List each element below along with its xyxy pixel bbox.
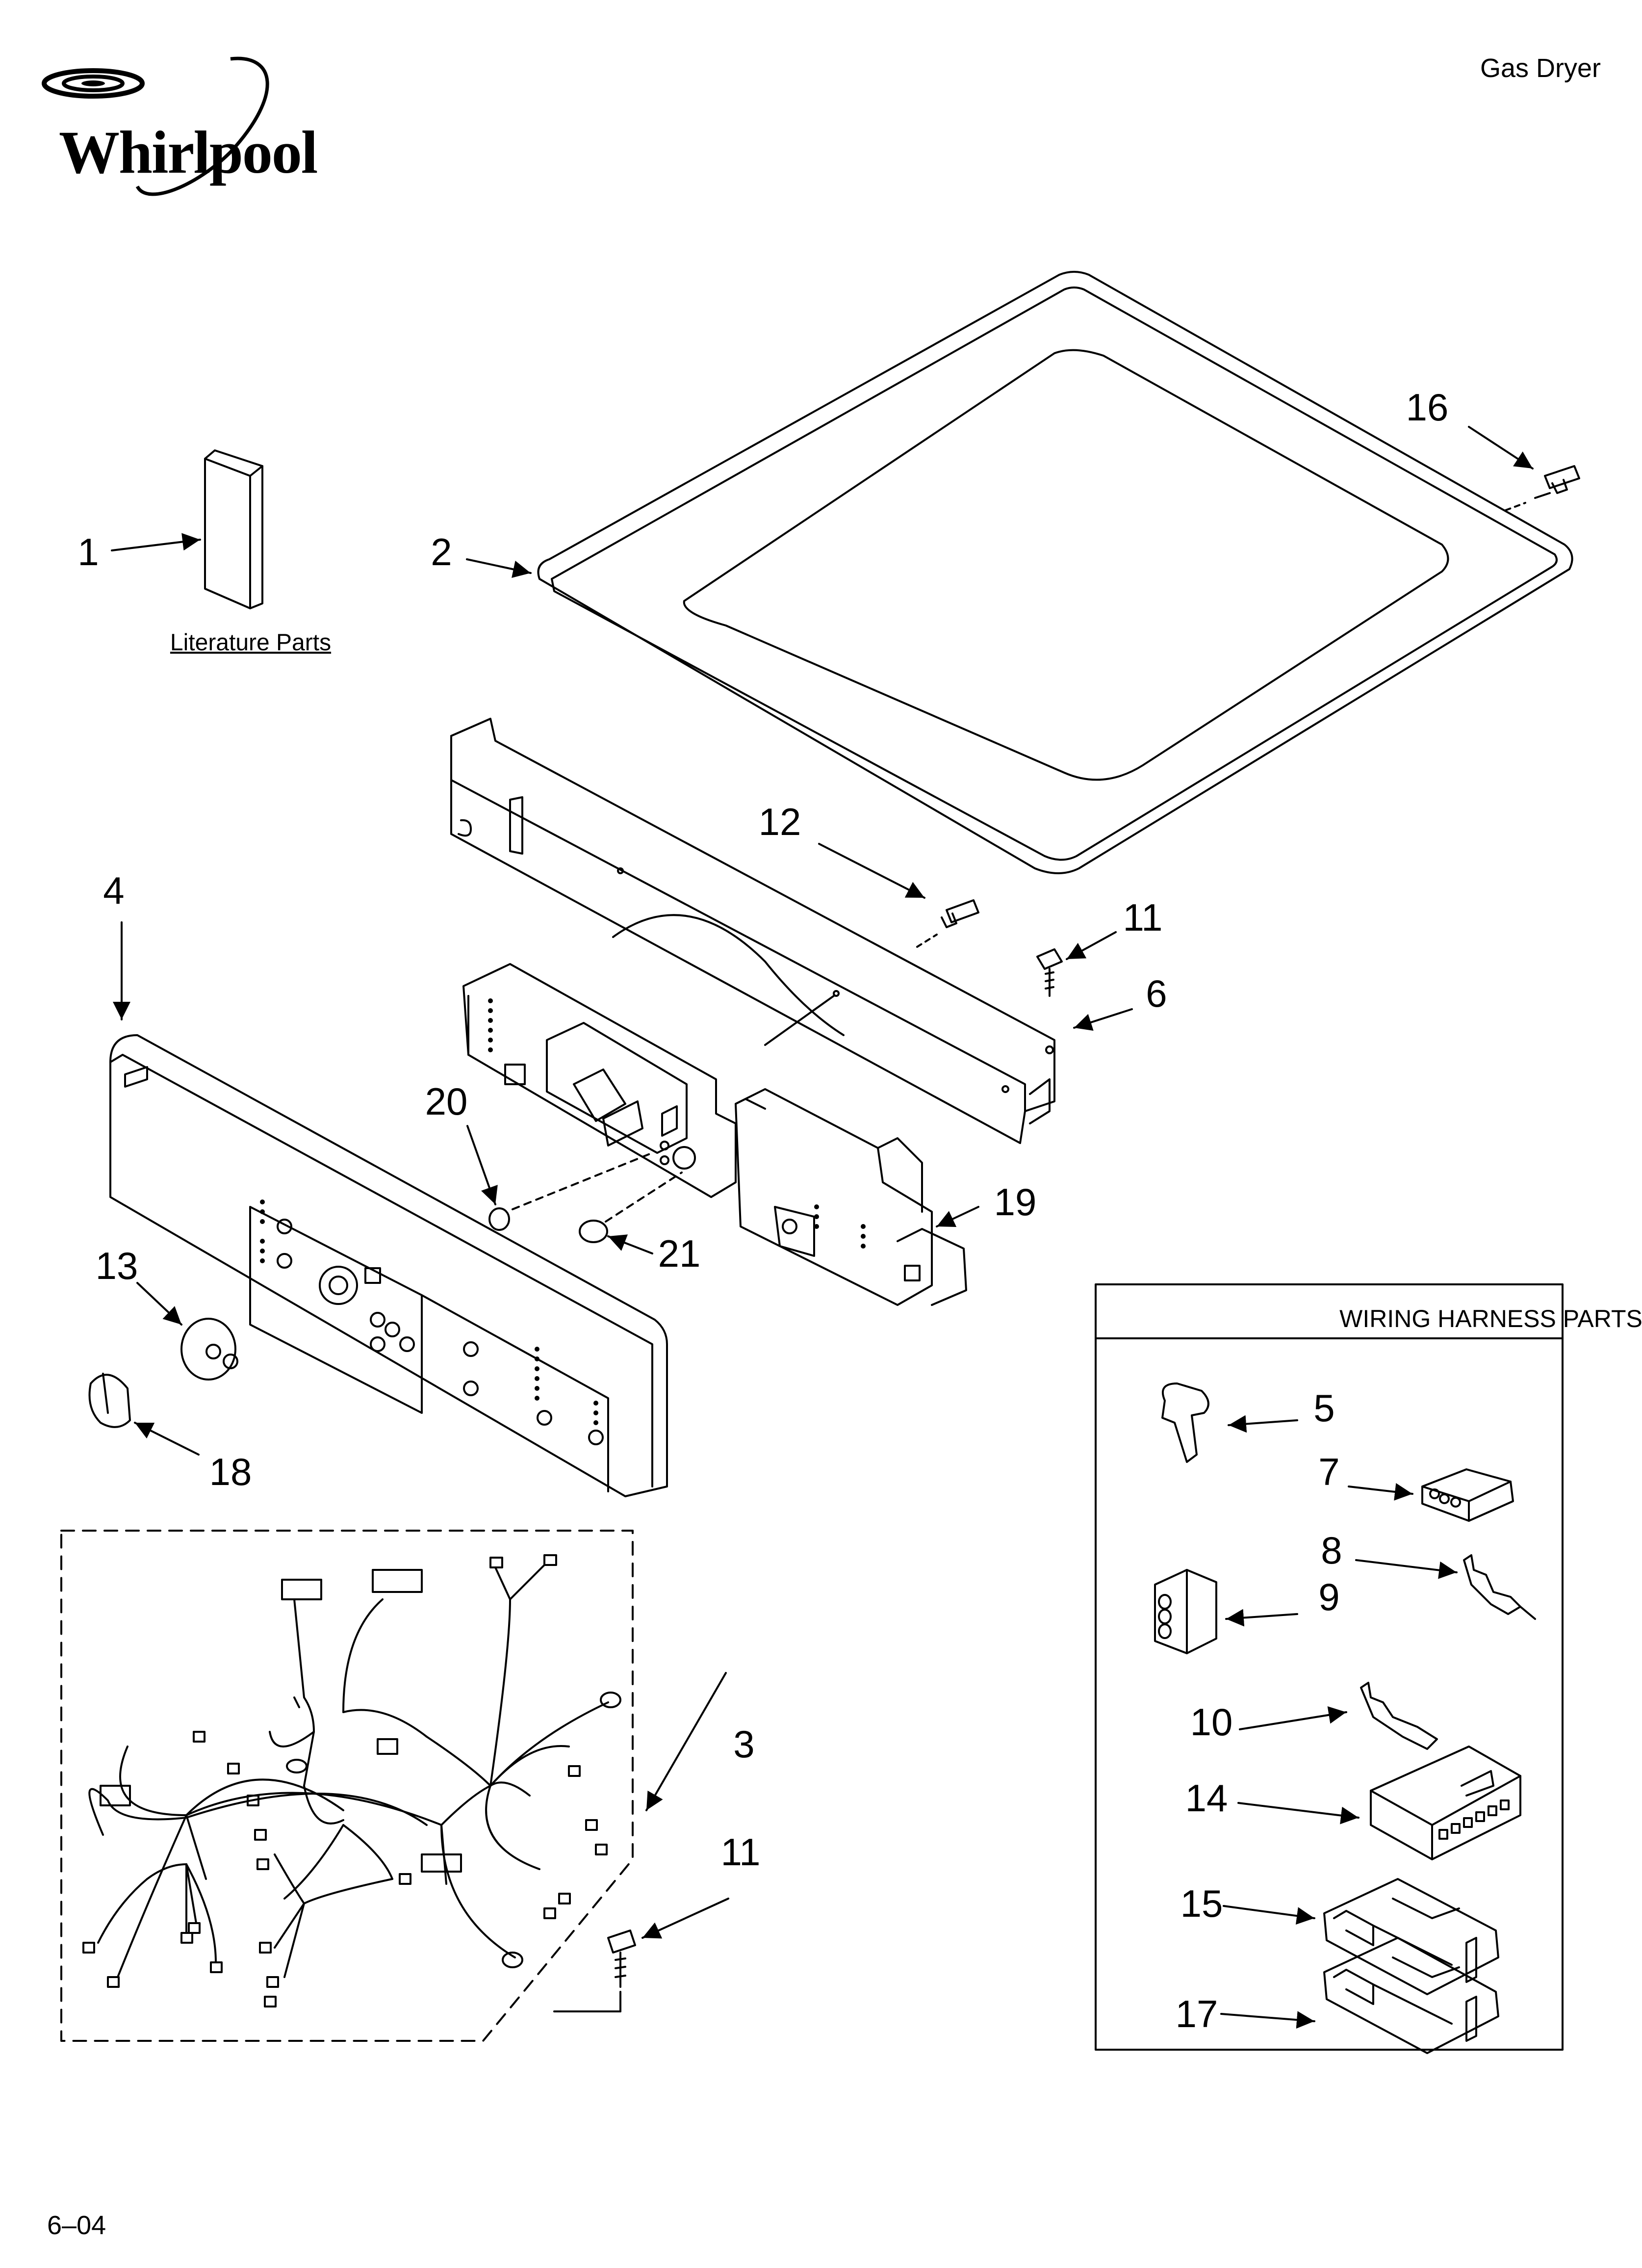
screw-part-16 — [1505, 465, 1580, 511]
knob-part-18 — [88, 1373, 131, 1428]
housing-part-17 — [1323, 1937, 1499, 2054]
whirlpool-swirl-icon — [42, 56, 269, 196]
connector-part-7 — [1421, 1468, 1514, 1522]
callout-19: 19 — [994, 1180, 1037, 1224]
date-code: 6–04 — [47, 2211, 106, 2240]
wiring-harness-boundary — [60, 1530, 634, 2042]
callout-18: 18 — [209, 1450, 252, 1493]
callout-5: 5 — [1313, 1386, 1335, 1430]
console-panel-part — [109, 1034, 668, 1497]
callout-1: 1 — [77, 530, 99, 574]
wiring-harness-parts-title: WIRING HARNESS PARTS — [1339, 1305, 1642, 1332]
callout-20: 20 — [425, 1080, 468, 1123]
button-part-20 — [488, 1152, 653, 1231]
wiring-harness-parts-box — [1095, 1283, 1564, 2051]
plug-part-9 — [1154, 1569, 1217, 1654]
callout-10: 10 — [1190, 1700, 1233, 1744]
brand-wordmark: Whirlpool — [59, 119, 318, 186]
literature-parts-label: Literature Parts — [170, 629, 332, 656]
callout-12: 12 — [758, 800, 801, 843]
callout-8: 8 — [1321, 1529, 1342, 1572]
callout-13: 13 — [95, 1244, 138, 1287]
screw-part-11-lower — [553, 1929, 636, 2012]
screw-part-12 — [916, 899, 979, 948]
callout-11-lower: 11 — [720, 1830, 761, 1874]
literature-booklet-part — [204, 449, 263, 609]
document-title: Gas Dryer — [1480, 53, 1601, 83]
dryer-top-panel-part — [537, 271, 1573, 874]
callout-leaders — [111, 426, 1534, 2029]
callout-9: 9 — [1318, 1575, 1340, 1618]
whirlpool-logo-icon: Whirlpool — [20, 39, 334, 206]
callout-15: 15 — [1180, 1882, 1223, 1925]
knob-base-part-13 — [180, 1318, 238, 1381]
callout-17: 17 — [1175, 1992, 1218, 2035]
console-frame-part — [450, 718, 1055, 1144]
callout-2: 2 — [431, 530, 452, 574]
electronic-control-board-part — [462, 963, 967, 1306]
callout-3: 3 — [733, 1722, 755, 1766]
main-wiring-harness-part — [82, 1554, 621, 2007]
callout-21: 21 — [658, 1232, 701, 1275]
callout-6: 6 — [1146, 972, 1167, 1015]
callout-7: 7 — [1318, 1450, 1340, 1493]
callout-14: 14 — [1185, 1776, 1228, 1820]
housing-part-15 — [1323, 1878, 1499, 1995]
clip-part-5 — [1161, 1382, 1209, 1463]
terminal-part-8 — [1463, 1554, 1536, 1620]
callout-4: 4 — [103, 869, 125, 912]
callout-11-upper: 11 — [1123, 896, 1163, 939]
callout-16: 16 — [1406, 386, 1449, 429]
button-part-21 — [579, 1172, 683, 1243]
connector-block-part-14 — [1370, 1746, 1521, 1860]
screw-part-11-upper — [1036, 948, 1063, 997]
terminal-part-10 — [1360, 1682, 1438, 1750]
